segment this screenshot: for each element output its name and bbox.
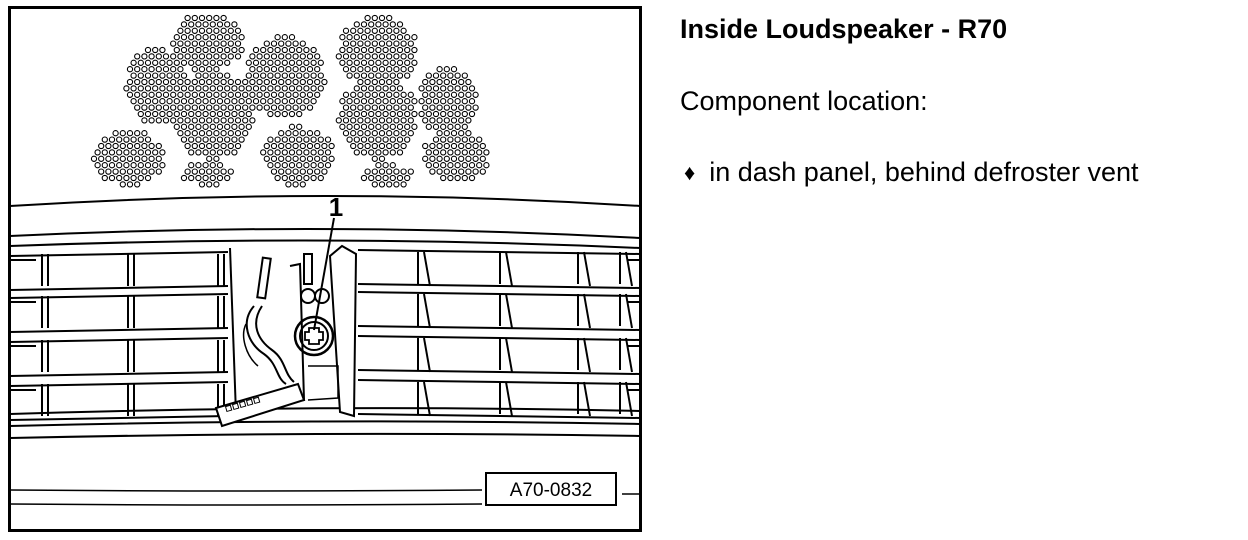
speaker-grille [90, 14, 490, 188]
figure-id: A70-0832 [510, 480, 592, 501]
diamond-bullet-icon: ♦ [684, 159, 696, 185]
figure-id-box [485, 472, 617, 506]
loudspeaker-mount [214, 244, 358, 428]
page-title: Inside Loudspeaker - R70 [680, 14, 1008, 44]
right-vent [357, 249, 641, 419]
callout-label: 1 [329, 192, 343, 222]
component-illustration: 1 A70-0832 [8, 6, 642, 532]
bullet-text: in dash panel, behind defroster vent [709, 157, 1139, 187]
bullet-list-item: ♦ in dash panel, behind defroster vent [684, 157, 1139, 188]
component-location-label: Component location: [680, 86, 928, 116]
dash-panel [9, 195, 641, 506]
illustration-svg: 1 A70-0832 [8, 6, 642, 532]
callout-leader [313, 217, 335, 331]
